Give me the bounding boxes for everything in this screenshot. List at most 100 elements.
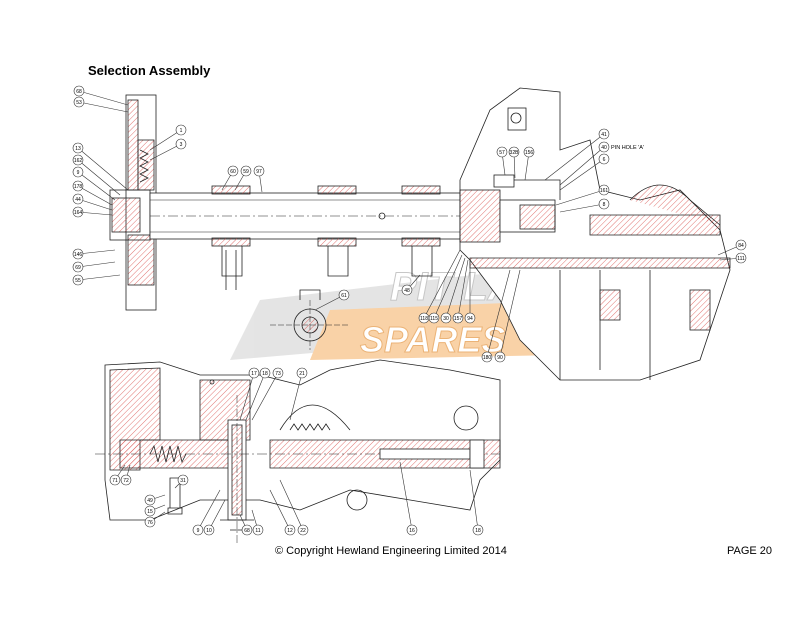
callout-label: 72 [123, 478, 129, 484]
callout-circle [241, 524, 253, 536]
callout-extra-48: 48 [401, 274, 421, 296]
callout-leader [279, 479, 304, 531]
callout-label: 90 [497, 355, 503, 361]
callout-circle [598, 141, 610, 153]
callout-label: 94 [467, 316, 473, 322]
callout-left-7: 164 [72, 206, 113, 218]
callout-leader [423, 249, 461, 319]
callout-label: 49 [147, 498, 153, 504]
callout-label: 68 [76, 89, 82, 95]
callout-circle [272, 367, 284, 379]
callout-label: 18 [262, 371, 268, 377]
callout-circle [440, 312, 452, 324]
callout-small-0: 49 [144, 494, 166, 506]
callout-label: 73 [275, 371, 281, 377]
callout-mid-1: 32B [508, 146, 520, 179]
callout-leader [77, 274, 121, 281]
callout-label: 115 [430, 316, 438, 322]
callout-label: 61 [341, 293, 347, 299]
callout-circle [192, 524, 204, 536]
callout-sectionB-1: 18 [245, 367, 271, 421]
callout-sectionB-bottom-2: 68 [239, 514, 253, 536]
callout-sectionB-0: 17 [239, 367, 260, 421]
callout-sectionB-bottom-0: 9 [192, 489, 221, 536]
callout-circle [72, 180, 84, 192]
callout-circle [452, 312, 464, 324]
callout-leader [269, 489, 291, 531]
callout-left-2: 13 [72, 142, 129, 191]
callout-circle [284, 524, 296, 536]
callout-label: 55 [75, 278, 81, 284]
callout-label: 84 [738, 243, 744, 249]
callout-label: 57 [499, 150, 505, 156]
callout-small-3: 31 [174, 474, 189, 489]
callout-circle [177, 474, 189, 486]
callout-label: 32B [510, 150, 520, 156]
callout-bottom-0: 118 [418, 249, 461, 324]
callout-circle [735, 239, 747, 251]
callout-circle [259, 367, 271, 379]
callout-circle [406, 524, 418, 536]
callout-shaft-1: 59 [234, 165, 252, 191]
callout-circle [496, 146, 508, 158]
callout-leader [197, 489, 221, 531]
callout-label: 30 [443, 316, 449, 322]
callout-left-8: 146 [72, 248, 116, 260]
callout-leader [78, 101, 129, 113]
callout-label: 13 [75, 146, 81, 152]
callout-circle [428, 312, 440, 324]
callout-label: 31 [180, 478, 186, 484]
callout-circle [72, 154, 84, 166]
callout-leader [77, 159, 121, 196]
callout-circle [598, 153, 610, 165]
callout-circle [72, 274, 84, 286]
callout-circle [73, 96, 85, 108]
callout-label: 9 [197, 528, 200, 534]
callout-circle [494, 351, 506, 363]
callout-circle [296, 367, 308, 379]
callout-circle [598, 198, 610, 210]
callout-circle [240, 165, 252, 177]
callout-label: 9 [77, 170, 80, 176]
callout-leader [399, 461, 413, 531]
callout-sectionB-3: 21 [289, 367, 308, 421]
callout-leader [559, 203, 605, 213]
callout-label: 156 [525, 150, 534, 156]
callout-leader [445, 257, 466, 319]
callout-leader [245, 372, 266, 421]
callout-leader [289, 372, 303, 421]
callout-right-4: 8 [559, 198, 610, 213]
page-title: Selection Assembly [88, 63, 211, 78]
callout-label: 3 [180, 142, 183, 148]
callout-circle [401, 284, 413, 296]
callout-circle [73, 85, 85, 97]
callout-label: 76 [147, 520, 153, 526]
callout-label: 178 [74, 184, 83, 190]
callout-leader [149, 143, 182, 161]
callout-circle [72, 248, 84, 260]
callout-sectionB-left-1: 72 [120, 464, 132, 486]
callout-label: 164 [74, 210, 83, 216]
callout-shaft-2: 97 [253, 165, 265, 193]
callout-right-upper-0: 1 [149, 124, 187, 151]
callout-label: 40 [601, 145, 607, 151]
callout-circle [144, 505, 156, 517]
callout-far-right-1: 111 [719, 252, 747, 264]
callout-circle [338, 289, 350, 301]
callout-label: 16 [409, 528, 415, 534]
callout-circle [175, 124, 187, 136]
callout-leader [77, 171, 116, 201]
callout-extra-61: 61 [314, 289, 350, 311]
lower-section-view [95, 359, 501, 545]
callout-label: 71 [112, 478, 118, 484]
callout-bottom-2: 30 [440, 257, 466, 324]
callout-leader [77, 147, 129, 191]
callout-label: 41 [601, 132, 607, 138]
callout-label: 12 [287, 528, 293, 534]
callout-label: 11 [255, 528, 260, 534]
callout-label: 22 [300, 528, 306, 534]
callout-far-right-0: 84 [717, 239, 747, 256]
callout-label: 10 [206, 528, 212, 534]
